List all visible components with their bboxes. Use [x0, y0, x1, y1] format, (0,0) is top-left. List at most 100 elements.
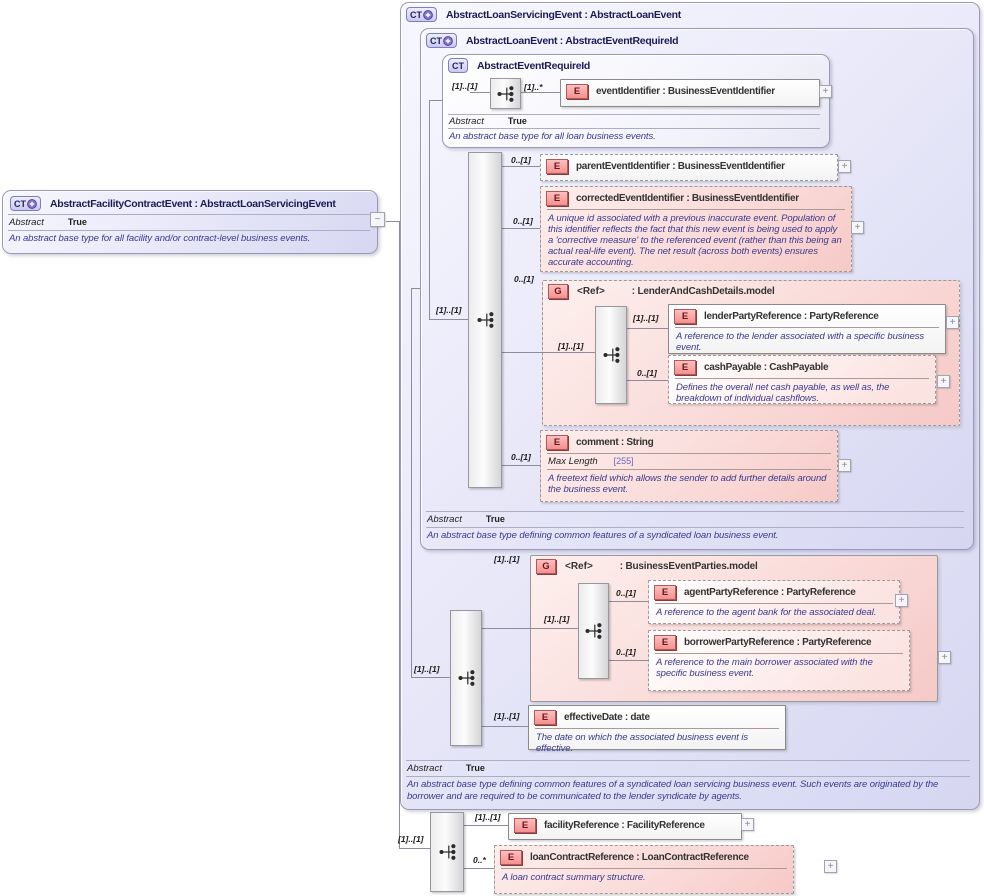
- element-annotation: A freetext field which allows the sender…: [548, 473, 827, 495]
- cardinality-label: [1]..[1]: [558, 341, 584, 351]
- divider: [535, 728, 779, 729]
- box-title: AbstractFacilityContractEvent : Abstract…: [50, 197, 336, 210]
- sequence-compositor[interactable]: [450, 610, 482, 746]
- divider: [501, 868, 787, 869]
- divider: [406, 760, 970, 761]
- cardinality-label: 0..[1]: [616, 588, 636, 598]
- collapse-toggle[interactable]: −: [370, 212, 385, 227]
- connector-line: [470, 92, 490, 93]
- element-icon: E: [514, 818, 536, 833]
- sequence-icon: [439, 844, 455, 860]
- connector-line: [411, 288, 420, 289]
- cardinality-label: [1]..[1]: [452, 81, 478, 91]
- expand-button[interactable]: +: [741, 818, 754, 831]
- connector-line: [500, 465, 540, 466]
- divider: [426, 511, 964, 512]
- divider: [448, 128, 820, 129]
- element-label: lenderPartyReference : PartyReference: [704, 311, 879, 322]
- facet-label: Max Length: [548, 456, 598, 467]
- sequence-icon: [458, 670, 474, 686]
- box-title: AbstractLoanEvent : AbstractEventRequire…: [466, 34, 679, 47]
- cardinality-label: [1]..[1]: [436, 305, 462, 315]
- expand-button[interactable]: +: [838, 459, 851, 472]
- expand-button[interactable]: +: [937, 375, 950, 388]
- expand-button[interactable]: +: [895, 594, 908, 607]
- divider: [655, 603, 893, 604]
- cardinality-label: 0..[1]: [637, 368, 657, 378]
- connector-line: [429, 319, 468, 320]
- sequence-compositor[interactable]: [468, 152, 502, 488]
- element-icon: E: [566, 84, 588, 99]
- element-label: borrowerPartyReference : PartyReference: [684, 637, 872, 648]
- sequence-icon: [477, 312, 493, 328]
- connector-line: [411, 288, 412, 677]
- element-label: correctedEventIdentifier : BusinessEvent…: [576, 193, 799, 204]
- expand-button[interactable]: +: [819, 85, 832, 98]
- expand-button[interactable]: +: [946, 316, 959, 329]
- expand-button[interactable]: +: [851, 221, 864, 234]
- connector-line: [500, 166, 540, 167]
- sequence-icon: [585, 623, 602, 639]
- connector-line: [607, 660, 648, 661]
- element-annotation: A unique id associated with a previous i…: [548, 213, 842, 268]
- group-header-lender-and-cash: G <Ref> : LenderAndCashDetails.model: [548, 284, 775, 299]
- complex-type-icon: CT: [406, 7, 437, 22]
- expand-button[interactable]: +: [824, 860, 837, 873]
- group-icon: G: [548, 284, 568, 299]
- sequence-compositor[interactable]: [490, 78, 521, 109]
- cardinality-label: 0..*: [473, 855, 486, 865]
- expand-button[interactable]: +: [838, 160, 851, 173]
- connector-line: [411, 677, 450, 678]
- element-icon: E: [654, 635, 676, 650]
- group-type-label: : LenderAndCashDetails.model: [631, 286, 775, 297]
- connector-line: [500, 228, 540, 229]
- divider: [547, 453, 831, 454]
- element-label: eventIdentifier : BusinessEventIdentifie…: [596, 86, 775, 97]
- element-label: parentEventIdentifier : BusinessEventIde…: [576, 161, 785, 172]
- connector-line: [462, 868, 494, 869]
- cardinality-label: [1]..[1]: [475, 812, 501, 822]
- element-icon: E: [674, 309, 696, 324]
- box-description: An abstract base type defining common fe…: [427, 530, 779, 541]
- element-icon: E: [674, 360, 696, 375]
- element-label: agentPartyReference : PartyReference: [684, 587, 856, 598]
- element-annotation: A reference to the lender associated wit…: [676, 331, 925, 353]
- group-ref-label: <Ref>: [577, 286, 605, 297]
- complex-type-box-facility-contract-event[interactable]: [2, 190, 378, 254]
- element-icon: E: [654, 585, 676, 600]
- group-type-label: : BusinessEventParties.model: [619, 561, 758, 572]
- divider: [406, 776, 970, 777]
- cardinality-label: [1]..[1]: [398, 834, 424, 844]
- sequence-compositor[interactable]: [595, 306, 627, 404]
- sequence-icon: [603, 347, 619, 363]
- plus-icon: [443, 35, 453, 46]
- sequence-compositor[interactable]: [578, 583, 609, 679]
- sequence-compositor[interactable]: [430, 812, 464, 892]
- cardinality-label: [1]..[1]: [494, 554, 520, 564]
- complex-type-icon: CT: [448, 58, 468, 73]
- expand-button[interactable]: +: [938, 651, 951, 664]
- connector-line: [480, 628, 578, 629]
- connector-line: [480, 726, 528, 727]
- element-annotation: Defines the overall net cash payable, as…: [676, 382, 890, 404]
- connector-line: [386, 221, 399, 222]
- element-icon: E: [546, 159, 568, 174]
- connector-line: [607, 601, 648, 602]
- cardinality-label: [1]..[1]: [414, 664, 440, 674]
- divider: [547, 469, 831, 470]
